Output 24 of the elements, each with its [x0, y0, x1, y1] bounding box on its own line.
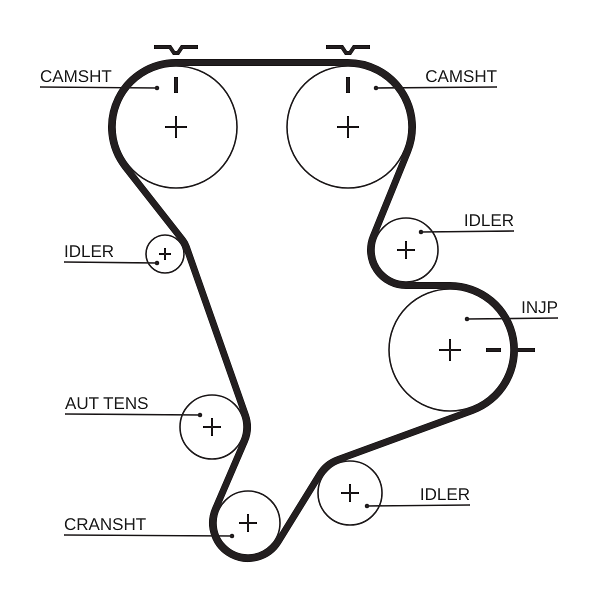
pulley	[388, 288, 512, 412]
pulley	[114, 65, 238, 189]
pulley	[373, 217, 439, 283]
part-label: CRANSHT	[64, 515, 146, 534]
pulley	[317, 460, 383, 526]
pulley	[179, 394, 245, 460]
part-label: INJP	[521, 298, 558, 317]
leader-line	[364, 504, 470, 508]
leader-line	[64, 260, 160, 266]
part-label: IDLER	[464, 211, 514, 230]
part-label: IDLER	[420, 485, 470, 504]
part-label: CAMSHT	[425, 67, 497, 86]
leader-line	[464, 316, 558, 322]
pulley	[286, 65, 410, 189]
leader-line	[418, 230, 514, 234]
part-label: IDLER	[64, 242, 114, 261]
part-label: AUT TENS	[65, 394, 148, 413]
leader-line	[65, 412, 202, 418]
pulley	[215, 490, 281, 556]
leader-line	[64, 534, 234, 538]
part-label: CAMSHT	[40, 67, 112, 86]
leader-line	[40, 86, 160, 90]
leader-line	[374, 86, 497, 90]
pulley	[145, 234, 185, 274]
